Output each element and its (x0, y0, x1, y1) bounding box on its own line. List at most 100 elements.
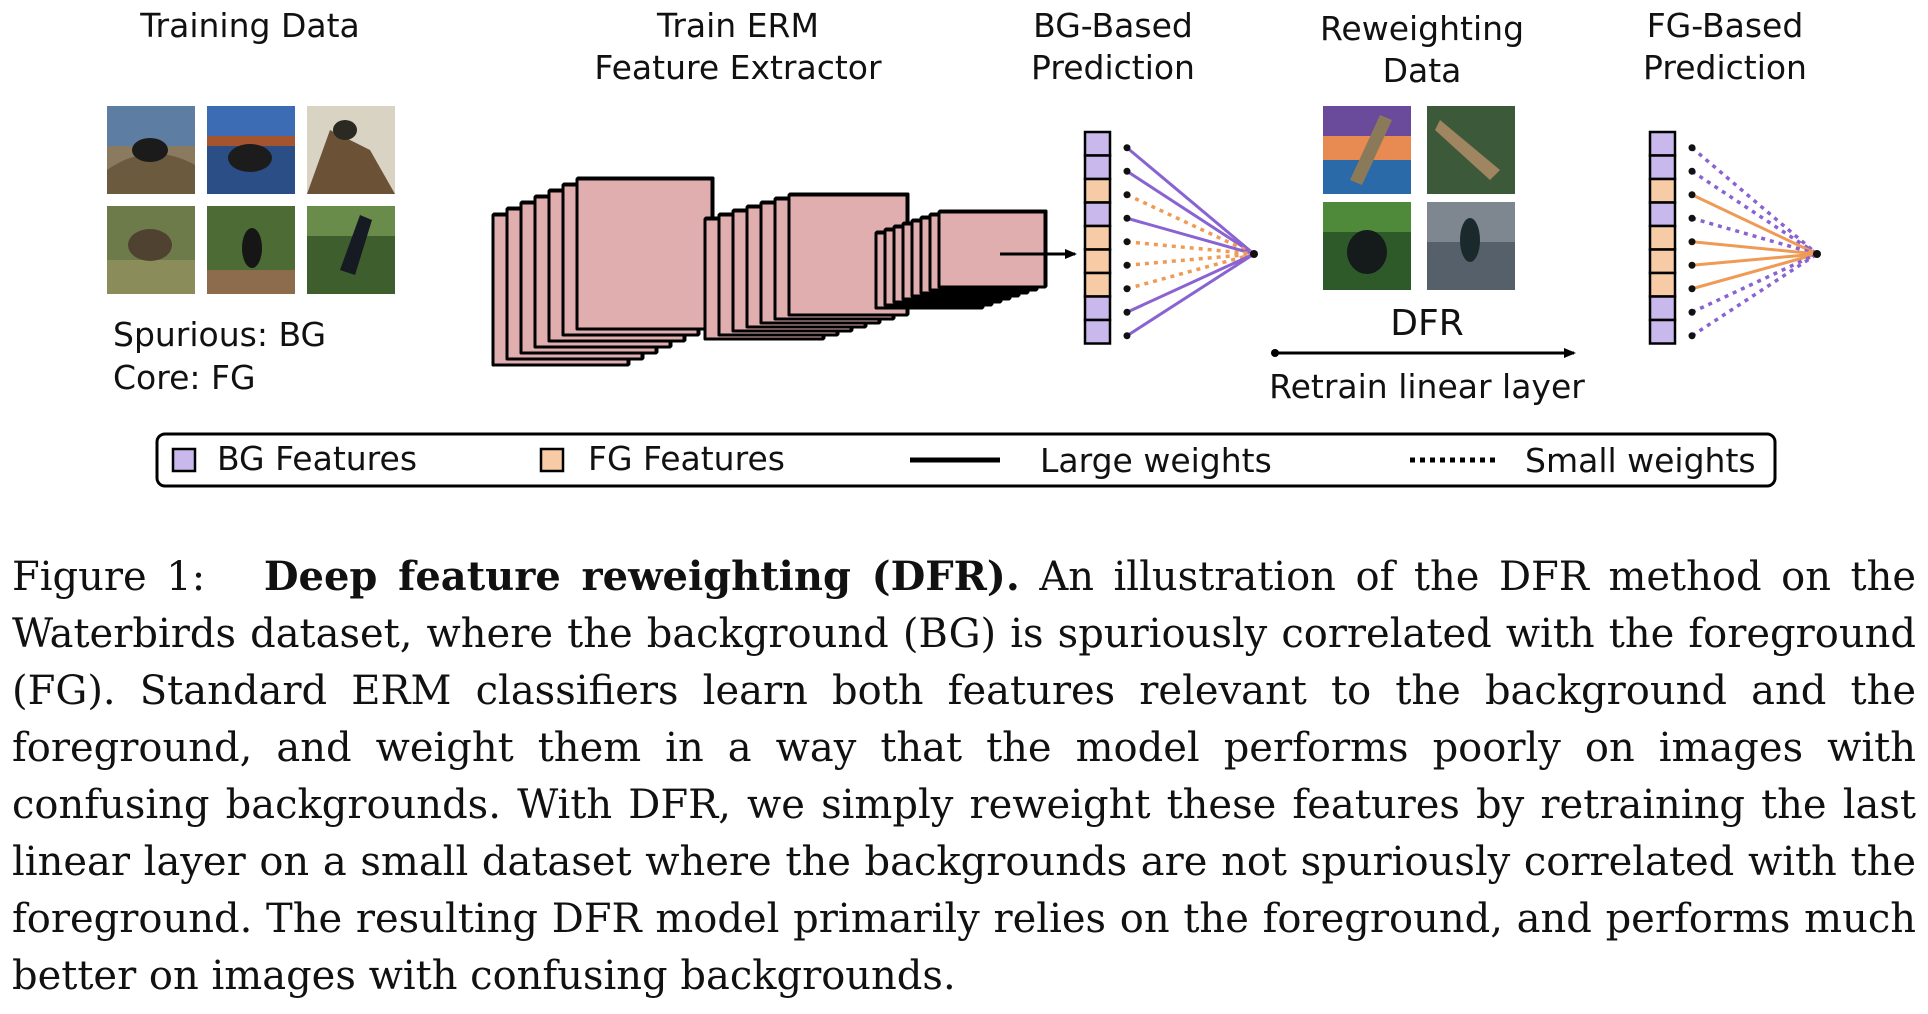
output-node (1250, 250, 1258, 258)
legend-fg-swatch (539, 447, 565, 473)
fg-feature-cell (1083, 177, 1112, 204)
bg-feature-cell (1648, 130, 1677, 157)
training-image-5 (207, 206, 295, 294)
large-weight-line (1691, 240, 1818, 256)
bg-feature-cell (1083, 201, 1112, 228)
bg-feature-cell (1083, 318, 1112, 345)
large-weight-line (1691, 193, 1818, 256)
training-image-6 (307, 206, 395, 294)
large-weight-line (1126, 216, 1255, 256)
feature-node (1688, 308, 1696, 316)
large-weight-line (1126, 146, 1255, 256)
reweighting-image-2 (1427, 106, 1515, 194)
small-weight-line (1691, 169, 1818, 256)
figure-title: Deep feature reweighting (DFR). (263, 553, 1020, 600)
bg-feature-cell (1083, 295, 1112, 322)
feature-node (1123, 167, 1131, 175)
extractor-layer-stack-large (491, 176, 715, 367)
reweighting-images (1323, 106, 1515, 290)
feature-node (1688, 167, 1696, 175)
bg-feature-cell (1648, 154, 1677, 181)
extractor-layer-stack-medium (703, 192, 910, 341)
training-image-3 (307, 106, 395, 194)
legend-bg-swatch (171, 447, 197, 473)
feature-node (1123, 261, 1131, 269)
bg-prediction-feature-column (1083, 130, 1258, 345)
layer-slice-edge (1043, 209, 1048, 214)
large-weight-line (1126, 252, 1255, 314)
dfr-arrow-start (1271, 349, 1279, 357)
bg-feature-cell (1648, 201, 1677, 228)
spurious-label: Spurious: BG (113, 315, 327, 354)
extractor-title-line2: Feature Extractor (594, 48, 882, 87)
layer-slice-edge (710, 176, 715, 181)
feature-node (1688, 238, 1696, 246)
bg-prediction-title-line1: BG-Based (1033, 6, 1193, 45)
fg-feature-cell (1648, 224, 1677, 251)
training-image-2 (207, 106, 295, 194)
fg-prediction-weights (1690, 146, 1819, 338)
reweighting-image-1 (1323, 106, 1411, 194)
fg-prediction-feature-column (1648, 130, 1821, 345)
feature-node (1123, 214, 1131, 222)
bg-feature-cell (1083, 130, 1112, 157)
figure-caption-text: An illustration of the DFR method on the… (12, 554, 1917, 999)
bg-prediction-weights (1126, 146, 1255, 338)
feature-node (1688, 285, 1696, 293)
dfr-label: DFR (1390, 303, 1464, 344)
figure-label: Figure 1: (12, 554, 206, 600)
large-weight-line (1126, 252, 1255, 338)
layer-slice (575, 176, 715, 331)
legend-small-weights-label: Small weights (1525, 441, 1756, 480)
feature-node (1688, 144, 1696, 152)
reweighting-title-line1: Reweighting (1319, 9, 1525, 48)
reweighting-title-line2: Data (1382, 51, 1462, 90)
training-image-1 (107, 106, 195, 194)
fg-feature-cell (1648, 271, 1677, 298)
layer-slice (937, 209, 1048, 289)
feature-node (1123, 285, 1131, 293)
legend-large-weights-label: Large weights (1040, 441, 1272, 480)
fg-feature-cell (1083, 248, 1112, 275)
output-node (1813, 250, 1821, 258)
training-image-4 (107, 206, 195, 294)
feature-node (1688, 261, 1696, 269)
small-weight-line (1126, 240, 1255, 256)
large-weight-line (1126, 169, 1255, 256)
large-weight-line (1691, 252, 1818, 267)
bg-prediction-title-line2: Prediction (1031, 48, 1195, 87)
bg-feature-cell (1648, 318, 1677, 345)
feature-node (1123, 238, 1131, 246)
layer-slice-edge (905, 192, 910, 197)
reweighting-image-4 (1427, 202, 1515, 290)
reweighting-image-3 (1323, 202, 1411, 290)
training-data-title: Training Data (140, 6, 360, 45)
feature-node (1123, 144, 1131, 152)
fg-feature-cell (1083, 271, 1112, 298)
feature-node (1123, 332, 1131, 340)
feature-node (1688, 214, 1696, 222)
small-weight-line (1691, 252, 1818, 338)
fg-feature-cell (1648, 177, 1677, 204)
fg-prediction-title-line2: Prediction (1643, 48, 1807, 87)
core-label: Core: FG (113, 358, 256, 397)
small-weight-line (1690, 146, 1819, 256)
small-weight-line (1691, 216, 1818, 256)
bg-feature-cell (1083, 154, 1112, 181)
feature-node (1688, 191, 1696, 199)
extractor-layer-stack-small (874, 209, 1048, 310)
figure-caption: Figure 1: Deep feature reweighting (DFR)… (12, 548, 1916, 1005)
small-weight-line (1126, 252, 1255, 291)
large-weight-line (1691, 252, 1818, 291)
bg-feature-cell (1648, 295, 1677, 322)
retrain-linear-layer-label: Retrain linear layer (1269, 367, 1585, 406)
fg-feature-cell (1083, 224, 1112, 251)
feature-node (1123, 191, 1131, 199)
small-weight-line (1126, 252, 1255, 267)
extractor-title-line1: Train ERM (657, 6, 819, 45)
legend-bg-features-label: BG Features (217, 439, 418, 478)
feature-node (1123, 308, 1131, 316)
training-images (107, 106, 395, 294)
dfr-diagram (107, 106, 1821, 488)
feature-node (1688, 332, 1696, 340)
